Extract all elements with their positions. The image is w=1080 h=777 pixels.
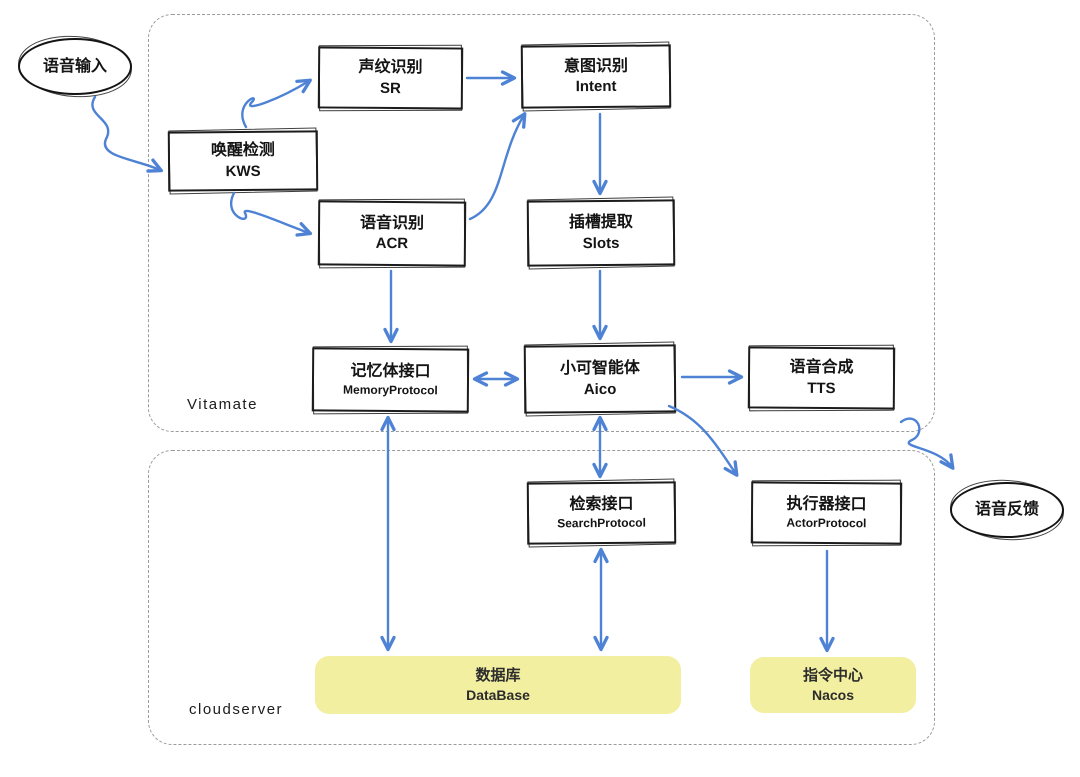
node-database-sublabel: DataBase xyxy=(466,686,530,703)
node-slots-label: 插槽提取 xyxy=(568,214,633,232)
frame-vitamate: Vitamate xyxy=(148,14,935,432)
node-kws-sublabel: KWS xyxy=(225,162,261,180)
node-nacos-label: 指令中心 xyxy=(802,666,863,684)
terminal-voice-feedback: 语音反馈 xyxy=(950,482,1064,538)
node-slots: 插槽提取 Slots xyxy=(526,199,676,267)
node-sr-sublabel: SR xyxy=(379,79,401,97)
node-actor-sublabel: ActorProtocol xyxy=(786,516,867,531)
node-tts: 语音合成 TTS xyxy=(747,346,896,410)
frame-cloudserver: cloudserver xyxy=(148,450,935,745)
node-slots-sublabel: Slots xyxy=(582,234,620,252)
frame-vitamate-label: Vitamate xyxy=(187,396,258,413)
node-nacos: 指令中心 Nacos xyxy=(750,657,916,713)
node-memory-sublabel: MemoryProtocol xyxy=(343,383,438,398)
node-intent-sublabel: Intent xyxy=(575,77,617,96)
node-nacos-sublabel: Nacos xyxy=(811,686,855,703)
node-tts-label: 语音合成 xyxy=(789,359,854,377)
node-kws: 唤醒检测 KWS xyxy=(167,130,319,192)
node-search: 检索接口 SearchProtocol xyxy=(526,481,677,545)
node-search-label: 检索接口 xyxy=(569,495,634,514)
node-database-label: 数据库 xyxy=(475,666,521,684)
terminal-voice-feedback-label: 语音反馈 xyxy=(974,501,1039,519)
node-database: 数据库 DataBase xyxy=(315,656,681,714)
node-actor-label: 执行器接口 xyxy=(786,495,867,514)
node-search-sublabel: SearchProtocol xyxy=(557,516,646,531)
node-tts-sublabel: TTS xyxy=(807,379,836,397)
node-acr-label: 语音识别 xyxy=(359,214,425,233)
node-intent: 意图识别 Intent xyxy=(520,44,672,109)
node-aico-sublabel: Aico xyxy=(583,380,617,398)
frame-cloudserver-label: cloudserver xyxy=(189,701,284,718)
node-intent-label: 意图识别 xyxy=(563,57,628,76)
node-memory: 记忆体接口 MemoryProtocol xyxy=(311,347,470,413)
node-aico-label: 小可智能体 xyxy=(559,360,640,378)
node-acr: 语音识别 ACR xyxy=(317,200,467,267)
node-aico: 小可智能体 Aico xyxy=(523,344,677,414)
node-acr-sublabel: ACR xyxy=(375,234,409,253)
node-kws-label: 唤醒检测 xyxy=(210,142,275,160)
terminal-voice-input: 语音输入 xyxy=(18,38,132,95)
node-sr: 声纹识别 SR xyxy=(317,46,464,110)
node-sr-label: 声纹识别 xyxy=(358,59,423,77)
terminal-voice-input-label: 语音输入 xyxy=(42,57,107,75)
node-actor: 执行器接口 ActorProtocol xyxy=(750,481,903,545)
node-memory-label: 记忆体接口 xyxy=(350,362,431,381)
